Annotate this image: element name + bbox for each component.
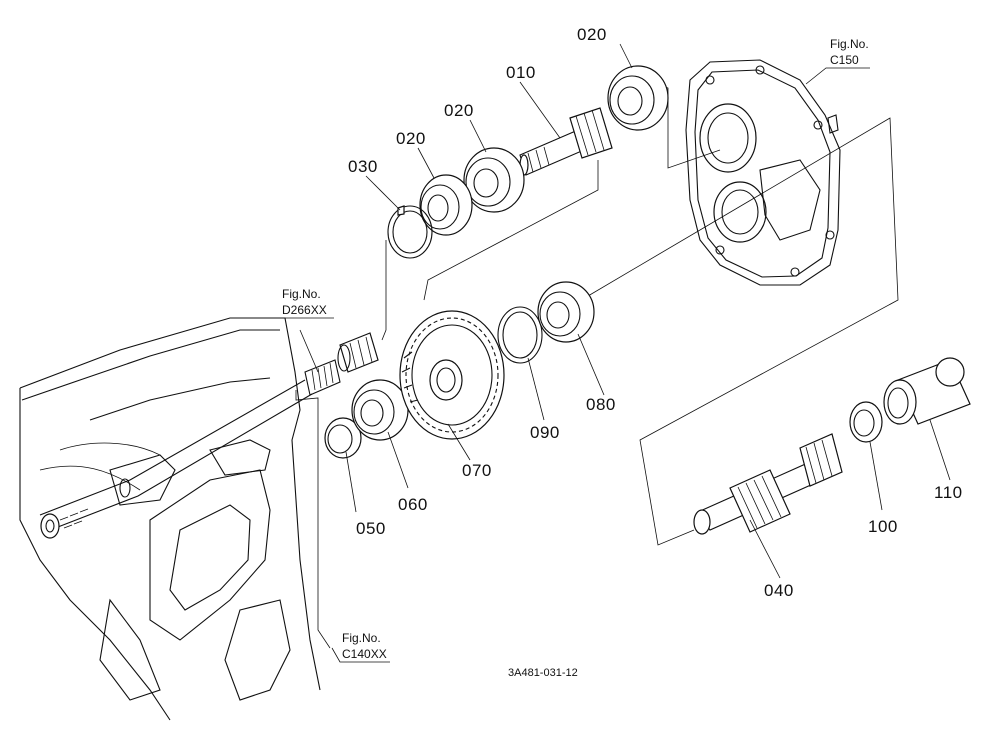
- fig-ref-c150-line2: C150: [830, 53, 859, 67]
- bearing-020-left: [419, 174, 473, 236]
- bearing-060: [351, 379, 409, 441]
- fig-ref-d266xx: Fig.No. D266XX: [280, 287, 334, 319]
- label-020-middle: 020: [444, 101, 474, 120]
- bearing-080: [537, 281, 595, 343]
- drawing-id: 3A481-031-12: [508, 667, 578, 679]
- label-110: 110: [934, 483, 963, 502]
- output-shaft-040: [693, 433, 843, 535]
- needle-bearing: [337, 332, 379, 373]
- bearing-050: [324, 417, 362, 459]
- leader-lines: [345, 43, 951, 579]
- label-050: 050: [356, 519, 386, 538]
- label-040: 040: [764, 581, 794, 600]
- label-010: 010: [506, 63, 536, 82]
- fig-ref-c150: Fig.No. C150: [805, 37, 870, 85]
- snap-ring-030: [387, 205, 433, 259]
- fig-ref-c140xx-line2: C140XX: [342, 647, 387, 661]
- label-030: 030: [348, 157, 378, 176]
- fig-ref-d266xx-line1: Fig.No.: [282, 287, 321, 301]
- label-090: 090: [530, 423, 560, 442]
- fig-ref-c140xx: Fig.No. C140XX: [331, 631, 390, 663]
- transmission-housing: [19, 317, 341, 721]
- housing-cover: [685, 59, 841, 286]
- label-060: 060: [398, 495, 428, 514]
- fig-ref-c150-line1: Fig.No.: [830, 37, 869, 51]
- label-100: 100: [868, 517, 898, 536]
- gear-070: [399, 310, 505, 440]
- fig-ref-d266xx-line2: D266XX: [282, 303, 327, 317]
- part-labels: 010 020 020 020 030 040 050 060 070 080 …: [348, 25, 963, 600]
- label-080: 080: [586, 395, 616, 414]
- snap-ring-090: [497, 306, 543, 364]
- seal-100: [849, 401, 883, 443]
- label-020-left: 020: [396, 129, 426, 148]
- assembly-guide-lines: [295, 81, 899, 649]
- label-020-top: 020: [577, 25, 607, 44]
- fig-ref-c140xx-line1: Fig.No.: [342, 631, 381, 645]
- label-070: 070: [462, 461, 492, 480]
- bearing-020-middle: [463, 147, 525, 213]
- bearing-020-top: [607, 65, 669, 131]
- sleeve-110: [883, 357, 971, 425]
